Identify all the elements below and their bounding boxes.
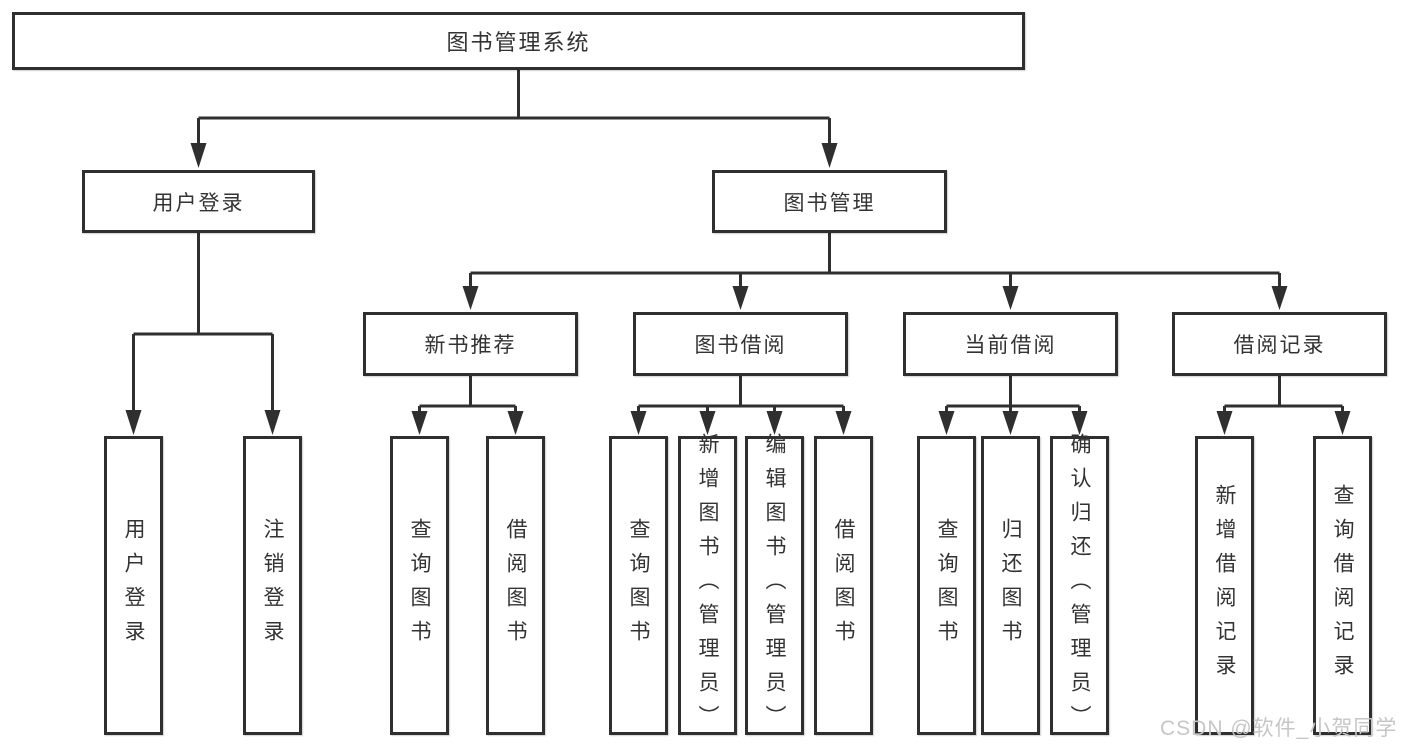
leaf-borrow-books-recommend-label: 借阅图书 xyxy=(504,517,528,654)
leaf-borrow-books-borrowing: 借阅图书 xyxy=(814,436,873,735)
node-new-book-recommend-label: 新书推荐 xyxy=(424,334,517,357)
leaf-borrow-books-recommend: 借阅图书 xyxy=(486,436,545,735)
leaf-query-books-borrowing: 查询图书 xyxy=(609,436,668,735)
node-book-management: 图书管理 xyxy=(712,170,947,233)
node-book-management-label: 图书管理 xyxy=(783,191,876,215)
leaf-return-books: 归还图书 xyxy=(981,436,1040,735)
node-borrowing-records: 借阅记录 xyxy=(1172,312,1387,376)
leaf-user-login-label: 用户登录 xyxy=(122,517,146,654)
leaf-confirm-return-admin: 确认归还（管理员） xyxy=(1050,433,1109,739)
leaf-add-borrow-record: 新增借阅记录 xyxy=(1195,436,1254,735)
leaf-logout-label: 注销登录 xyxy=(261,517,285,654)
node-new-book-recommend: 新书推荐 xyxy=(363,312,578,376)
node-current-borrowing: 当前借阅 xyxy=(903,312,1118,376)
leaf-add-borrow-record-label: 新增借阅记录 xyxy=(1213,483,1237,688)
node-borrowing-records-label: 借阅记录 xyxy=(1233,334,1326,357)
leaf-edit-book-admin-label: 编辑图书（管理员） xyxy=(763,432,787,739)
node-book-borrowing: 图书借阅 xyxy=(633,312,848,376)
watermark: CSDN @软件_小贺同学 xyxy=(1160,717,1398,740)
leaf-query-books-borrowing-label: 查询图书 xyxy=(627,517,651,654)
leaf-query-books-recommend: 查询图书 xyxy=(390,436,449,735)
leaf-query-books-current: 查询图书 xyxy=(917,436,976,735)
leaf-query-books-current-label: 查询图书 xyxy=(935,517,959,654)
leaf-add-book-admin: 新增图书（管理员） xyxy=(678,433,737,739)
leaf-query-borrow-record: 查询借阅记录 xyxy=(1313,436,1372,735)
node-library-system: 图书管理系统 xyxy=(12,12,1025,70)
leaf-add-book-admin-label: 新增图书（管理员） xyxy=(696,432,720,739)
leaf-query-borrow-record-label: 查询借阅记录 xyxy=(1331,483,1355,688)
leaf-query-books-recommend-label: 查询图书 xyxy=(408,517,432,654)
leaf-logout: 注销登录 xyxy=(243,436,302,735)
node-user-login-label: 用户登录 xyxy=(152,191,245,215)
node-book-borrowing-label: 图书借阅 xyxy=(694,334,787,357)
leaf-return-books-label: 归还图书 xyxy=(999,517,1023,654)
node-library-system-label: 图书管理系统 xyxy=(446,30,591,55)
arrowhead-icon xyxy=(125,143,1351,435)
node-user-login: 用户登录 xyxy=(82,170,315,233)
connector-path xyxy=(132,69,1344,413)
node-current-borrowing-label: 当前借阅 xyxy=(964,334,1057,357)
leaf-edit-book-admin: 编辑图书（管理员） xyxy=(745,433,804,739)
leaf-user-login: 用户登录 xyxy=(104,436,163,735)
leaf-confirm-return-admin-label: 确认归还（管理员） xyxy=(1068,432,1092,739)
leaf-borrow-books-borrowing-label: 借阅图书 xyxy=(832,517,856,654)
